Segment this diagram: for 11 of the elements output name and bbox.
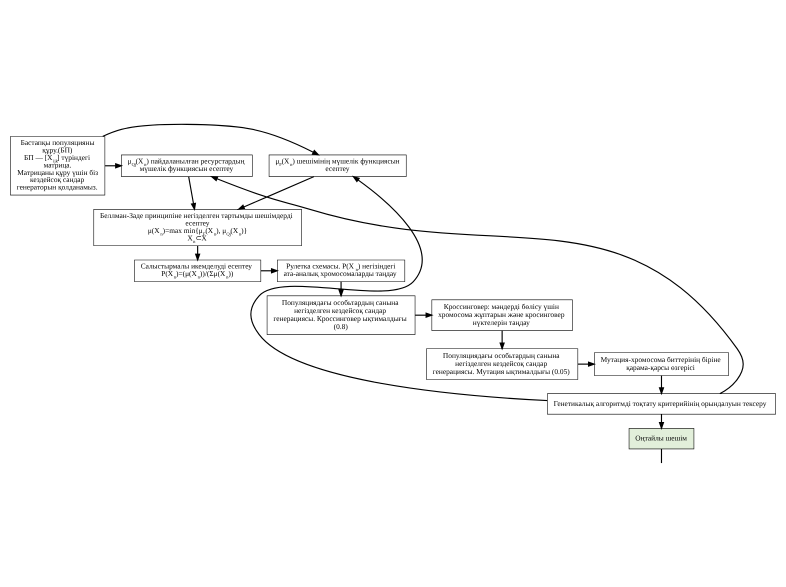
arrow [250, 175, 548, 401]
connector [660, 448, 662, 463]
arrow [499, 330, 505, 350]
arrow [658, 375, 664, 395]
arrow [236, 176, 314, 210]
arrow [102, 123, 320, 156]
arrow [415, 312, 434, 318]
arrow [260, 268, 279, 274]
arrow [188, 176, 196, 210]
arrow [578, 360, 596, 366]
arrow [105, 162, 124, 168]
